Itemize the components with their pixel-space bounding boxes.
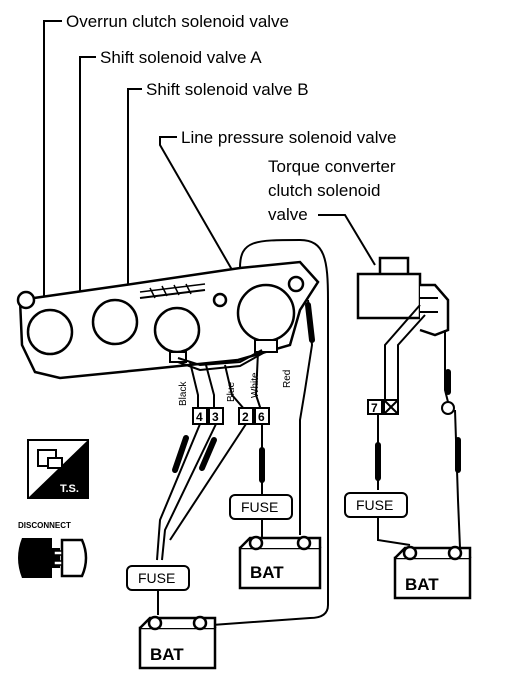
fuse-lower-label: FUSE (138, 570, 175, 586)
label-line-pressure: Line pressure solenoid valve (181, 128, 396, 147)
label-tcc-line2: clutch solenoid (268, 181, 380, 200)
label-shift-a: Shift solenoid valve A (100, 48, 262, 67)
pin-4: 4 (196, 410, 203, 424)
probe-clips-right (375, 369, 461, 481)
disconnect-icon: DISCONNECT (18, 521, 88, 578)
wire-label-blue: Blue (226, 382, 237, 402)
battery-right: BAT (393, 545, 472, 600)
battery-lower-label: BAT (150, 645, 184, 664)
leader-lines (43, 20, 376, 300)
label-tcc-line3: valve (268, 205, 308, 224)
troubleshooting-icon: T.S. (27, 439, 89, 499)
shift-b-valve-port (153, 306, 201, 354)
valve-harness (177, 349, 266, 411)
fuse-middle-label: FUSE (241, 499, 278, 515)
pin-7: 7 (371, 401, 378, 415)
wire-label-black: Black (178, 381, 189, 406)
ts-label: T.S. (60, 483, 79, 495)
battery-right-label: BAT (405, 575, 439, 594)
pin-2: 2 (242, 410, 249, 424)
battery-middle: BAT (238, 535, 322, 590)
shift-a-valve-port (91, 298, 139, 346)
tcc-solenoid (356, 256, 450, 337)
battery-lower: BAT (138, 615, 217, 670)
fuse-middle: FUSE (229, 494, 293, 520)
wire-label-red: Red (282, 370, 293, 388)
fuse-lower: FUSE (126, 565, 190, 591)
fuse-right: FUSE (344, 492, 408, 518)
battery-middle-label: BAT (250, 563, 284, 582)
label-tcc-line1: Torque converter (268, 157, 396, 176)
fuse-right-label: FUSE (356, 497, 393, 513)
pin-3: 3 (212, 410, 219, 424)
overrun-valve-port (26, 308, 74, 356)
tcc-connector (367, 399, 455, 415)
wire-label-white: White (250, 372, 261, 398)
probe-clips-left (172, 302, 315, 483)
label-overrun: Overrun clutch solenoid valve (66, 12, 289, 31)
solenoid-assembly (16, 260, 320, 380)
line-pressure-valve-port (236, 283, 296, 343)
pin-6: 6 (258, 410, 265, 424)
label-shift-b: Shift solenoid valve B (146, 80, 309, 99)
disconnect-label: DISCONNECT (18, 521, 71, 530)
